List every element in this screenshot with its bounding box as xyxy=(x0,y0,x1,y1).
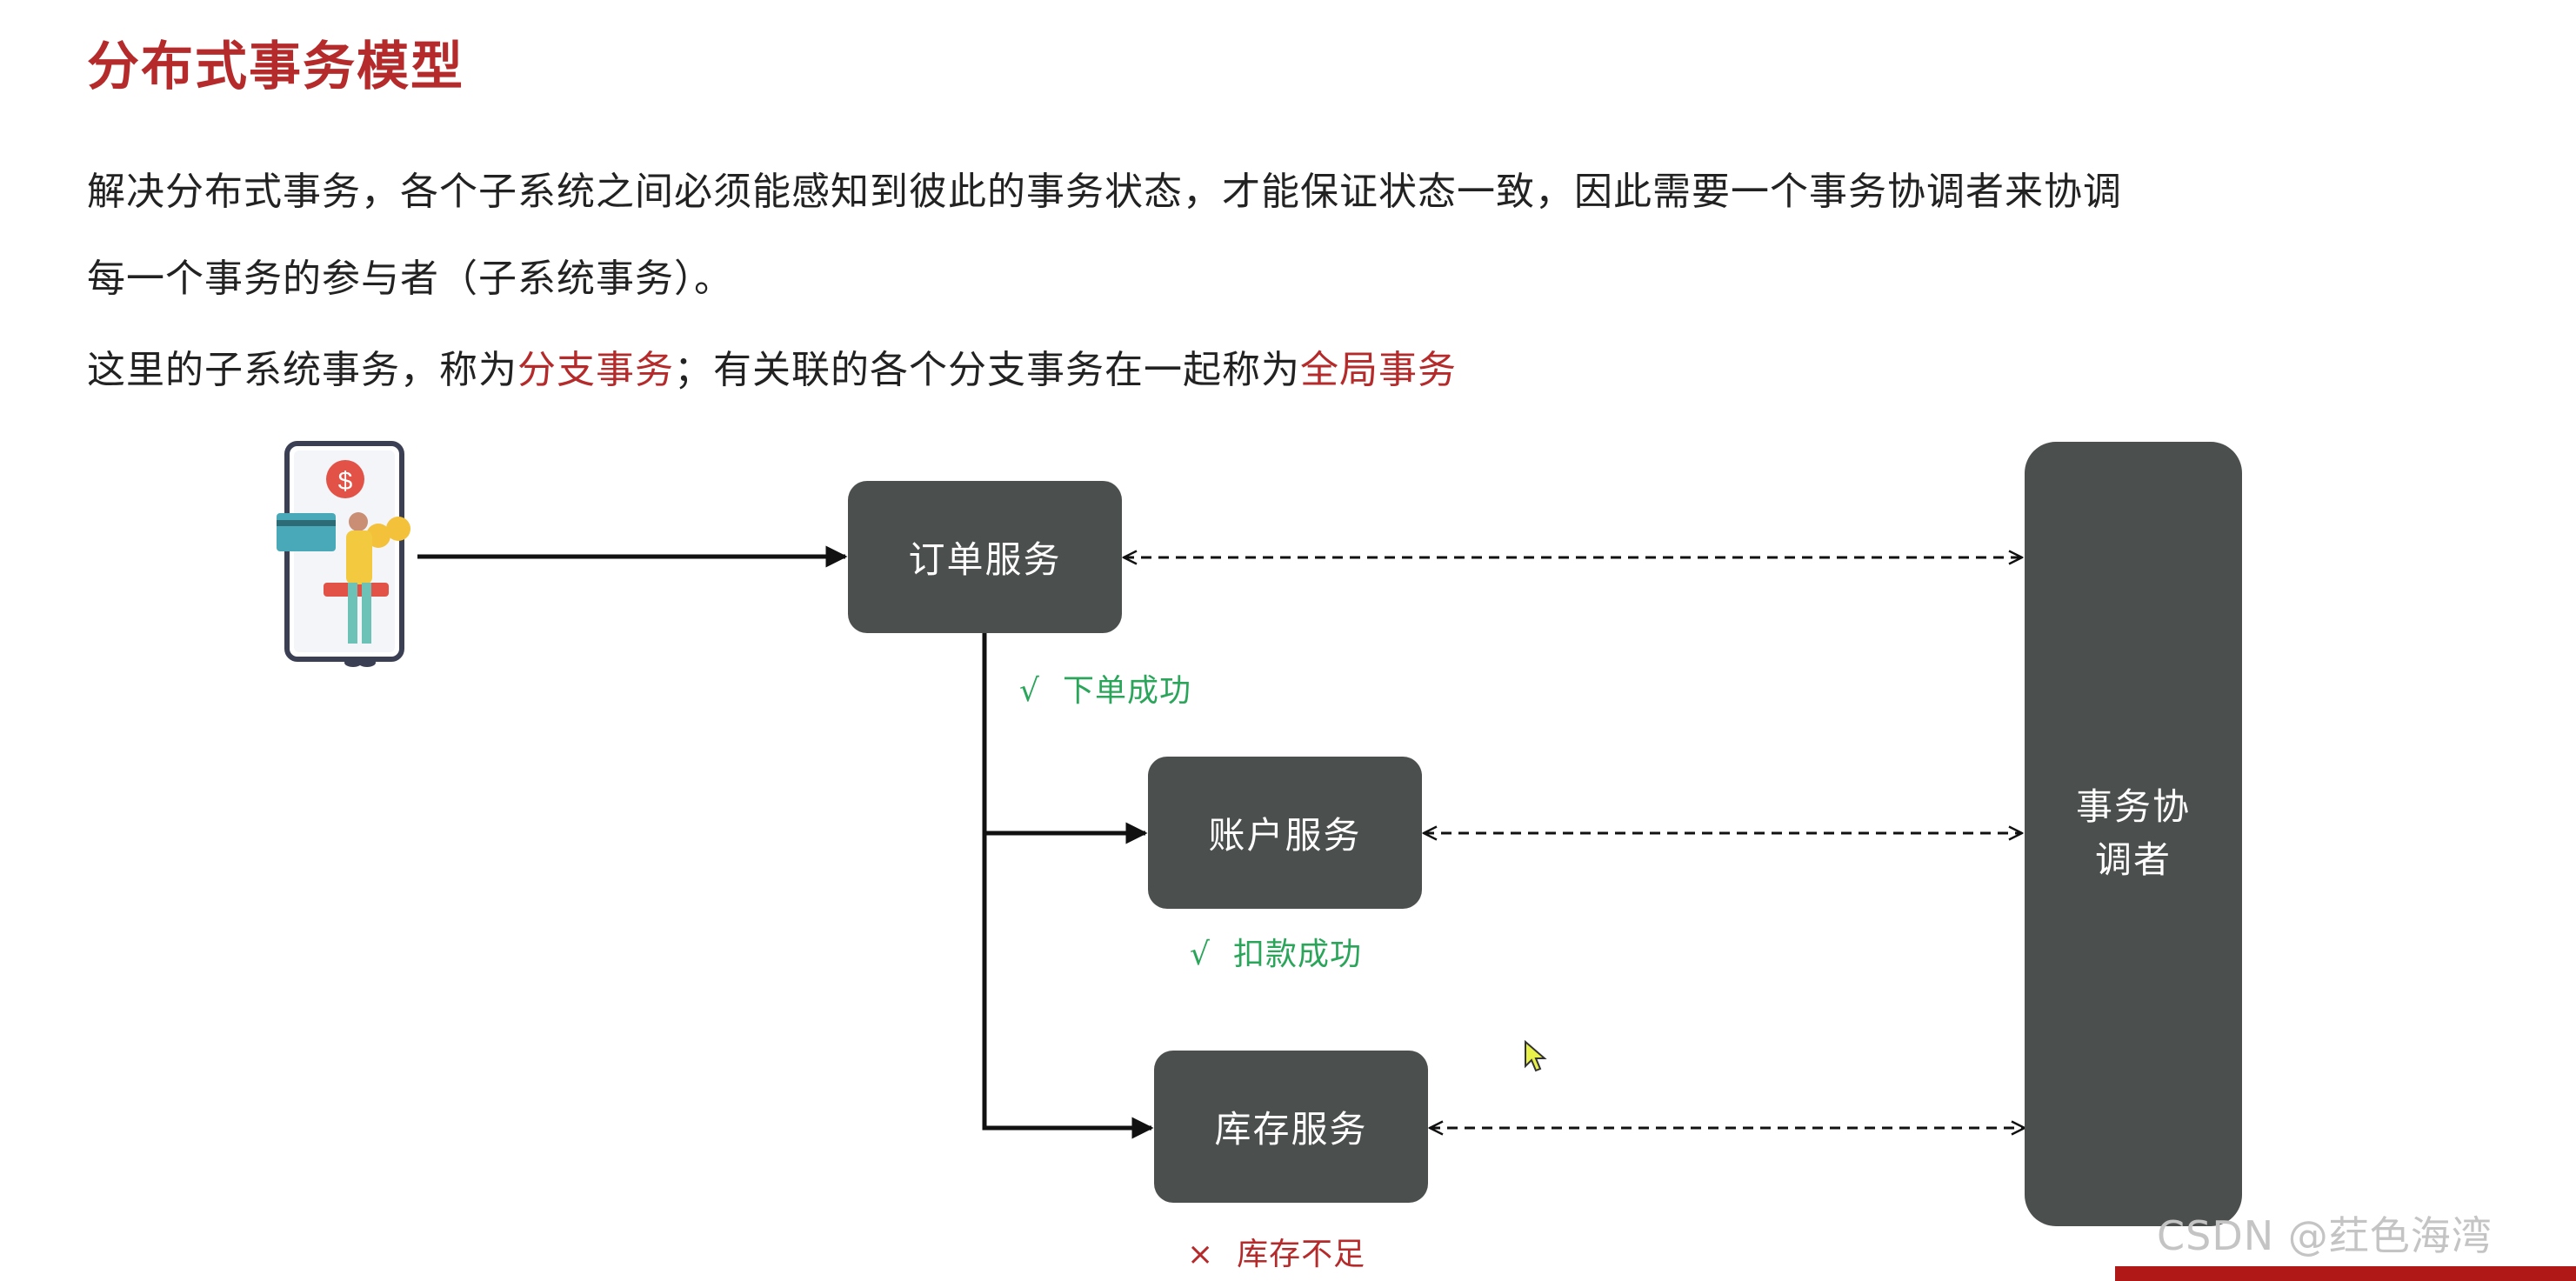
stock-status-text: 库存不足 xyxy=(1237,1237,1366,1272)
stock-service-label: 库存服务 xyxy=(1214,1108,1368,1151)
check-icon: √ xyxy=(1019,673,1040,709)
order-status: √ 下单成功 xyxy=(1019,665,1191,711)
coordinator-label: 事务协调者 xyxy=(2075,785,2191,881)
order-to-stock-arrow xyxy=(982,833,1154,1139)
stock-status: × 库存不足 xyxy=(1187,1229,1365,1274)
stock-service-box: 库存服务 xyxy=(1154,1051,1428,1203)
definition-text-part1: 这里的子系统事务，称为 xyxy=(87,348,517,392)
intro-paragraph-line1: 解决分布式事务，各个子系统之间必须能感知到彼此的事务状态，才能保证状态一致，因此… xyxy=(87,170,2122,214)
order-to-account-arrow xyxy=(982,633,1148,844)
definition-paragraph: 这里的子系统事务，称为分支事务；有关联的各个分支事务在一起称为全局事务 xyxy=(87,348,1457,394)
definition-text-part2: ；有关联的各个分支事务在一起称为 xyxy=(674,348,1300,392)
global-transaction-term: 全局事务 xyxy=(1300,348,1457,392)
mobile-user-icon: $ xyxy=(277,441,410,667)
transaction-coordinator-box: 事务协调者 xyxy=(2025,442,2242,1226)
bottom-red-bar xyxy=(2115,1266,2576,1281)
cross-icon: × xyxy=(1187,1237,1215,1272)
account-status-text: 扣款成功 xyxy=(1232,937,1362,972)
intro-paragraph-line2: 每一个事务的参与者（子系统事务）。 xyxy=(87,257,733,301)
account-status: √ 扣款成功 xyxy=(1190,929,1362,974)
mouse-cursor-icon xyxy=(1525,1040,1547,1072)
account-service-box: 账户服务 xyxy=(1148,757,1422,909)
order-status-text: 下单成功 xyxy=(1062,673,1191,709)
slide-title: 分布式事务模型 xyxy=(87,37,464,97)
order-service-label: 订单服务 xyxy=(908,538,1062,581)
csdn-watermark: CSDN @荭色海湾 xyxy=(2157,1212,2493,1259)
branch-transaction-term: 分支事务 xyxy=(517,348,674,392)
dollar-symbol: $ xyxy=(338,467,353,496)
check-icon: √ xyxy=(1190,937,1211,972)
account-service-label: 账户服务 xyxy=(1208,814,1362,857)
order-service-box: 订单服务 xyxy=(848,481,1122,633)
